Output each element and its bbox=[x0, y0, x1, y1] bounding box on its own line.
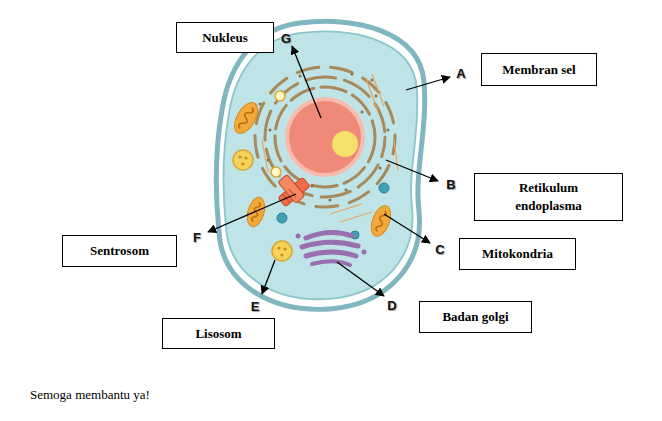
part-name: Nukleus bbox=[202, 29, 248, 47]
ribosomes bbox=[259, 73, 390, 202]
callout-letter: G bbox=[281, 31, 291, 46]
lysosomes bbox=[233, 91, 292, 261]
part-name: Retikulum endoplasma bbox=[494, 179, 604, 214]
part-name: Mitokondria bbox=[482, 245, 553, 263]
cell-membrane bbox=[216, 21, 424, 309]
callout-letter: A bbox=[456, 66, 465, 81]
centrosome bbox=[270, 168, 313, 210]
note-text: Semoga membantu ya! bbox=[30, 387, 150, 403]
label-box: Retikulum endoplasma bbox=[474, 173, 623, 221]
cytoplasm bbox=[224, 31, 418, 299]
label-box: Nukleus bbox=[176, 22, 274, 53]
leader-lines bbox=[208, 46, 450, 296]
golgi-body bbox=[296, 232, 367, 265]
nucleolus bbox=[332, 131, 358, 157]
label-box: Sentrosom bbox=[62, 235, 177, 267]
endoplasmic-reticulum bbox=[255, 67, 395, 207]
part-name: Lisosom bbox=[195, 325, 241, 343]
part-name: Membran sel bbox=[502, 61, 575, 79]
mitochondria bbox=[230, 99, 395, 239]
label-box: Badan golgi bbox=[419, 301, 532, 333]
label-box: Lisosom bbox=[162, 318, 275, 349]
part-name: Badan golgi bbox=[442, 308, 508, 326]
nucleus bbox=[287, 99, 363, 175]
label-box: Mitokondria bbox=[459, 238, 576, 270]
callout-letter: C bbox=[435, 242, 444, 257]
callout-letter: F bbox=[193, 230, 201, 245]
callout-letter: D bbox=[387, 298, 396, 313]
label-box: Membran sel bbox=[481, 53, 597, 86]
callout-letter: E bbox=[251, 299, 260, 314]
callout-letter: B bbox=[446, 177, 455, 192]
part-name: Sentrosom bbox=[90, 242, 149, 260]
